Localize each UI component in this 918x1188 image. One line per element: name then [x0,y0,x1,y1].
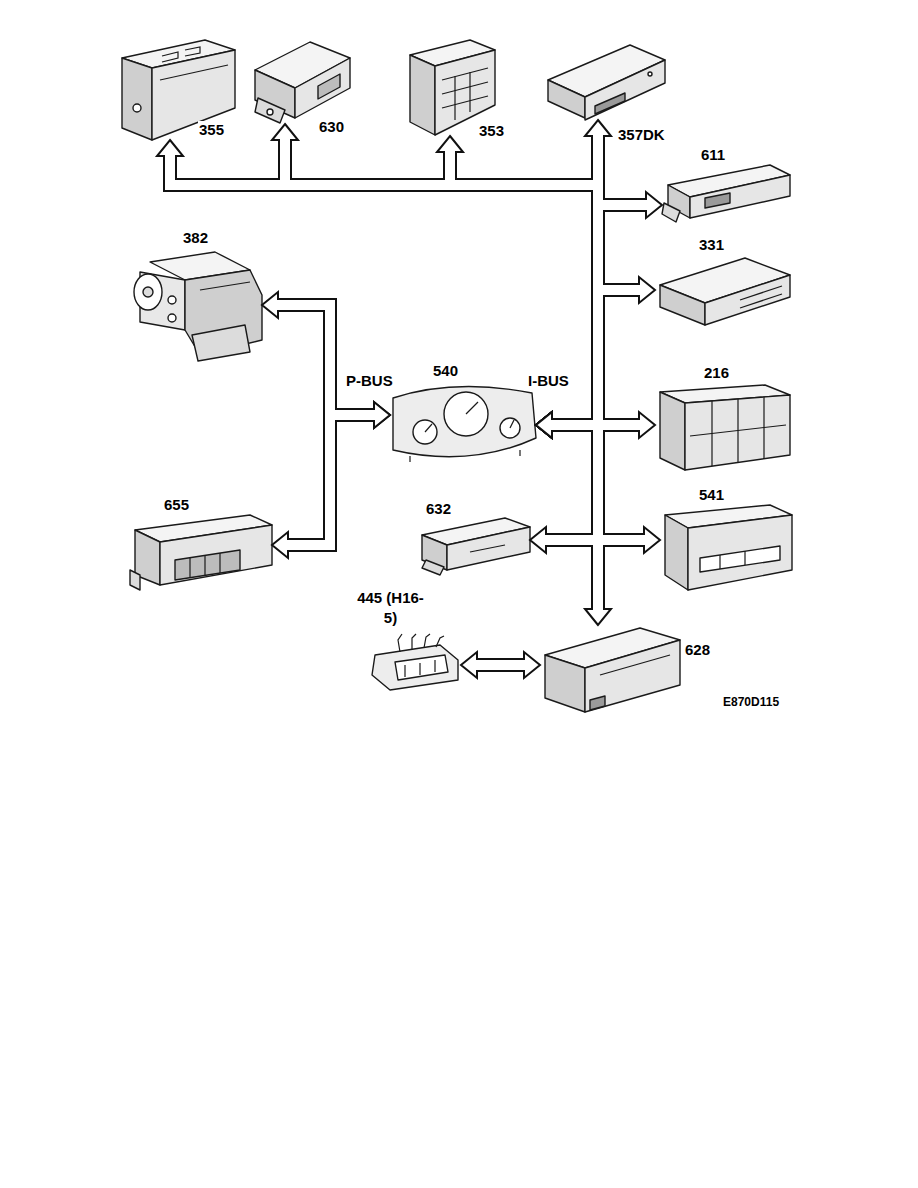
callout-number: 611 [700,146,726,163]
arrow-join [521,660,527,670]
callout-number: 331 [698,236,725,253]
bus-outline [170,136,646,665]
callout-number: 628 [684,641,711,658]
arrow-join [550,420,556,430]
arrow-join [165,154,175,160]
arrow-join [550,420,556,430]
control-module-drawing [410,40,495,135]
arrow-heads [157,120,662,678]
callout-number: 541 [698,486,725,503]
arrow-joins [170,134,649,666]
arrow-join [593,606,603,612]
bus-connector [552,425,598,609]
module-node: 630 [252,40,352,124]
module-node: 540 [390,380,536,462]
bus-connector [170,156,598,425]
module-node: 611 [662,165,790,223]
bus-connector [477,658,524,672]
bus-connector-fill [552,205,646,425]
module-node: 632 [418,518,530,576]
callout-number: 630 [318,118,345,135]
bus-connector [552,205,646,425]
arrow-join [550,420,556,430]
arrow-join [550,420,556,430]
control-module-drawing [662,165,790,222]
arrow-join [641,535,647,545]
callout-number: 655 [163,496,190,513]
arrow-join [636,285,642,295]
module-node: 357DK [545,45,667,120]
arrow-join [643,200,649,210]
arrow-join [371,410,377,420]
arrow-join [550,420,556,430]
bus-connector-fill [278,305,374,415]
callout-number: 355 [198,121,225,138]
module-node: 216 [655,385,791,471]
module-node: 445 (H16-5) [365,633,461,691]
module-node: 628 [540,625,692,713]
callout-number: 632 [425,500,452,517]
module-node: 355 [120,40,236,140]
module-node: 353 [407,40,497,136]
arrow-join [276,300,282,310]
arrow-join [371,410,377,420]
arrow-join [550,420,556,430]
bus-connector-fill [450,152,598,425]
arrow-join [550,420,556,430]
module-node: 382 [128,250,262,362]
bus-connector-fill [552,290,639,425]
arrow-join [280,138,290,144]
arrow-join [550,420,556,430]
callout-number: 540 [432,362,459,379]
module-node: 331 [655,255,791,327]
arrow-join [593,134,603,140]
callout-number: 445 (H16-5) [352,588,429,628]
arrow-join [550,420,556,430]
climate-panel-drawing [660,385,790,470]
bus-connector [546,425,598,540]
bus-connector-fill [477,660,524,670]
instrument-cluster-drawing [393,387,536,462]
control-module-drawing [548,45,665,120]
control-module-drawing [122,40,235,140]
engine-control-drawing [130,515,272,590]
arrow-join [475,660,481,670]
arrow-join [550,420,556,430]
bus-name: I-BUS [527,372,570,389]
display-unit-drawing [665,505,792,590]
bus-connector-fill [288,415,374,545]
control-module-drawing [660,258,790,325]
bus-connector [278,305,374,415]
bus-name: P-BUS [345,372,394,389]
bus-connector-fill [552,425,598,609]
callout-number: 353 [478,122,505,139]
control-module-drawing [545,628,680,712]
diagnostic-connector-drawing [372,634,458,690]
control-module-drawing [422,518,530,575]
module-node: 541 [660,505,792,590]
module-node: 655 [130,515,272,593]
bus-connector [552,290,639,425]
arrow-join [636,420,642,430]
arrow-join [286,540,292,550]
bus-fill [170,136,646,665]
callout-number: 216 [703,364,730,381]
control-module-drawing [255,42,350,123]
figure-code: E870D115 [722,694,780,711]
bus-connector-fill [546,425,598,540]
bus-connector-fill [170,156,598,425]
callout-number: 382 [182,229,209,246]
arrow-join [544,535,550,545]
bus-connector [288,415,374,545]
bus-connector [450,152,598,425]
abs-unit-drawing [134,252,262,361]
arrow-join [445,150,455,156]
callout-number: 357DK [617,126,666,143]
